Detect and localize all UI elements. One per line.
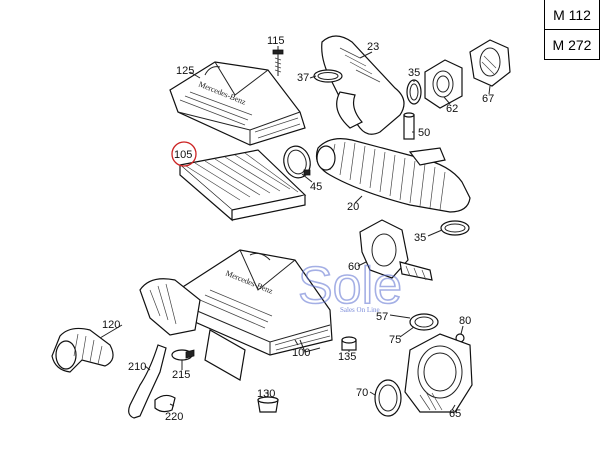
callout-75: 75 <box>389 334 401 346</box>
air-mass-sensor-62 <box>424 59 463 109</box>
callout-120: 120 <box>102 319 120 331</box>
clip-220 <box>154 394 176 413</box>
callout-20: 20 <box>347 201 359 213</box>
callout-57: 57 <box>376 311 388 323</box>
callout-70: 70 <box>356 387 368 399</box>
callout-130: 130 <box>257 388 275 400</box>
callout-60: 60 <box>348 261 360 273</box>
callout-62: 62 <box>446 103 458 115</box>
engine-code-m272: M 272 <box>544 30 600 60</box>
callout-37: 37 <box>297 72 309 84</box>
hose-clamp-45 <box>283 145 311 179</box>
callout-labels: 115 125 23 37 35 62 67 50 105 45 20 35 6… <box>102 35 494 423</box>
highlight-circle <box>171 141 197 167</box>
hose-clamp-35-upper <box>406 79 422 105</box>
sensor-housing-60 <box>359 219 433 281</box>
clamp-215 <box>171 349 195 361</box>
callout-105: 105 <box>174 149 192 161</box>
leader-lines <box>99 46 491 411</box>
corrugated-hose-20 <box>315 138 471 213</box>
watermark: Sole Sales On Line <box>297 256 403 316</box>
engine-code-m112: M 112 <box>544 0 600 30</box>
callout-45: 45 <box>310 181 322 193</box>
callout-115: 115 <box>267 35 285 47</box>
sealing-ring-70 <box>374 379 402 417</box>
callout-215: 215 <box>172 369 190 381</box>
air-intake-duct-23 <box>321 35 405 135</box>
air-filter-element <box>178 149 307 222</box>
callout-67: 67 <box>482 93 494 105</box>
callout-125: 125 <box>176 65 194 77</box>
sleeve-50 <box>403 112 415 140</box>
watermark-text: Sole <box>298 257 402 315</box>
throttle-housing-65 <box>404 333 473 413</box>
air-box-lower: Mercedes-Benz <box>174 249 333 381</box>
callout-35-upper: 35 <box>408 67 420 79</box>
bolt-115 <box>272 49 284 76</box>
grommet-130 <box>257 396 279 413</box>
callout-135: 135 <box>338 351 356 363</box>
callout-220: 220 <box>165 411 183 423</box>
seal-ring-75 <box>409 313 439 331</box>
intake-snout <box>139 278 201 336</box>
hose-210 <box>128 344 167 419</box>
air-box-cover-upper: Mercedes-Benz <box>169 61 306 146</box>
callout-65: 65 <box>449 408 461 420</box>
watermark-tagline: Sales On Line <box>340 306 380 314</box>
elbow-hose-120 <box>51 327 114 373</box>
callout-23: 23 <box>367 41 379 53</box>
grommet-135 <box>341 336 357 351</box>
hose-clamp-35-lower <box>440 220 470 236</box>
throttle-body-67 <box>469 39 511 87</box>
callout-50: 50 <box>418 127 430 139</box>
callout-210: 210 <box>128 361 146 373</box>
callout-80: 80 <box>459 315 471 327</box>
hose-clamp-37 <box>313 69 343 83</box>
callout-35-lower: 35 <box>414 232 426 244</box>
callout-100: 100 <box>292 347 310 359</box>
